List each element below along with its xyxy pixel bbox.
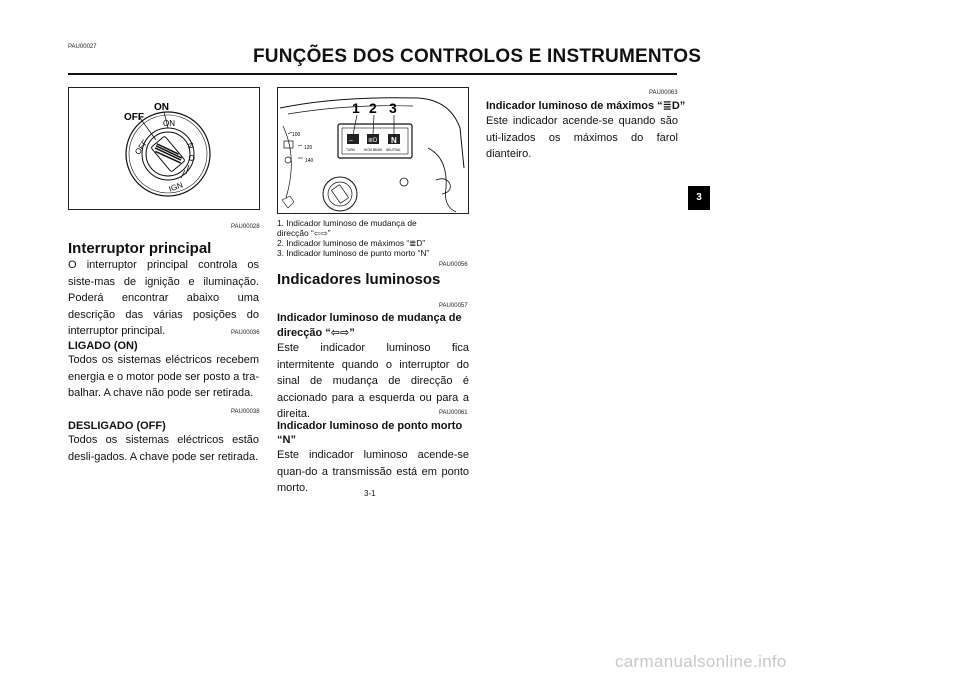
callout-off: OFF (124, 112, 144, 123)
off-heading: DESLIGADO (OFF) (68, 420, 166, 432)
turn-body: Este indicador luminoso fica intermitent… (277, 342, 469, 421)
indicators-heading: Indicadores luminosos (277, 271, 441, 288)
key-switch-illustration: OFF ON IGN N O OFF ON (124, 102, 211, 197)
on-code: PAU00036 (231, 330, 260, 336)
on-heading: LIGADO (ON) (68, 340, 138, 352)
watermark: carmanualsonline.info (615, 652, 787, 671)
page-number: 3-1 (364, 489, 376, 498)
page-title: FUNÇÕES DOS CONTROLOS E INSTRUMENTOS (253, 46, 702, 67)
high-beam-code: PAU00063 (649, 90, 678, 96)
caption-1: 1. Indicador luminoso de mudança de (277, 218, 417, 228)
off-code: PAU00038 (231, 409, 260, 415)
caption-2: 2. Indicador luminoso de máximos “≣D” (277, 238, 426, 248)
main-switch-figure: OFF ON IGN N O OFF ON (68, 87, 260, 210)
high-beam-lamp-icon: ≣D (368, 135, 378, 144)
main-switch-heading: Interruptor principal (68, 240, 212, 257)
off-body: Todos os sistemas eléctricos estão desli… (68, 434, 259, 463)
neutral-body: Este indicador luminoso acende-se quan-d… (277, 449, 469, 495)
caption-3: 3. Indicador luminoso de punto morto “N” (277, 248, 430, 258)
neutral-heading-line1: Indicador luminoso de ponto morto (277, 420, 463, 432)
dial-o-label: O (187, 154, 197, 162)
speed-tick-100: 100 (292, 132, 301, 138)
turn-heading-line2: direcção “⇦⇨” (277, 327, 355, 339)
indicator-panel-figure: 100 120 140 ⇔ ≣D N TURN HIGH BEAM NEUTRA… (277, 87, 469, 214)
figure-captions: 1. Indicador luminoso de mudança de dire… (277, 218, 471, 258)
lamp-label-high-beam: HIGH BEAM (364, 148, 382, 152)
callout-2: 2 (369, 100, 377, 116)
turn-code: PAU00057 (439, 303, 468, 309)
neutral-code: PAU00061 (439, 410, 468, 416)
title-rule (68, 73, 677, 75)
high-beam-body: Este indicador acende-se quando são uti-… (486, 115, 678, 161)
main-switch-code: PAU00028 (231, 224, 260, 230)
indicators-code: PAU00056 (439, 262, 468, 268)
callout-on: ON (154, 102, 169, 113)
dial-n-label: N (185, 142, 195, 150)
neutral-heading-line2: “N” (277, 434, 296, 446)
turn-lamp-icon: ⇔ (348, 138, 354, 144)
dial-ign-label: IGN (168, 180, 185, 193)
turn-heading-line1: Indicador luminoso de mudança de (277, 312, 462, 324)
caption-1-cont: direcção “⇦⇨” (277, 228, 331, 238)
lamp-label-turn: TURN (346, 148, 356, 152)
section-tab: 3 (688, 186, 710, 210)
main-switch-body: O interruptor principal controla os sist… (68, 259, 259, 338)
dial-on-label: ON (163, 119, 175, 128)
document-code: PAU00027 (68, 44, 97, 50)
instrument-panel-illustration: 100 120 140 ⇔ ≣D N TURN HIGH BEAM NEUTRA… (279, 97, 465, 213)
callout-1: 1 (352, 100, 360, 116)
on-body: Todos os sistemas eléctricos recebem ene… (68, 354, 259, 400)
callout-3: 3 (389, 100, 397, 116)
lamp-label-neutral: NEUTRAL (386, 148, 401, 152)
speed-tick-140: 140 (305, 158, 314, 164)
speed-tick-120: 120 (304, 145, 313, 151)
neutral-lamp-icon: N (391, 136, 397, 145)
high-beam-heading: Indicador luminoso de máximos “≣D” (486, 100, 686, 112)
